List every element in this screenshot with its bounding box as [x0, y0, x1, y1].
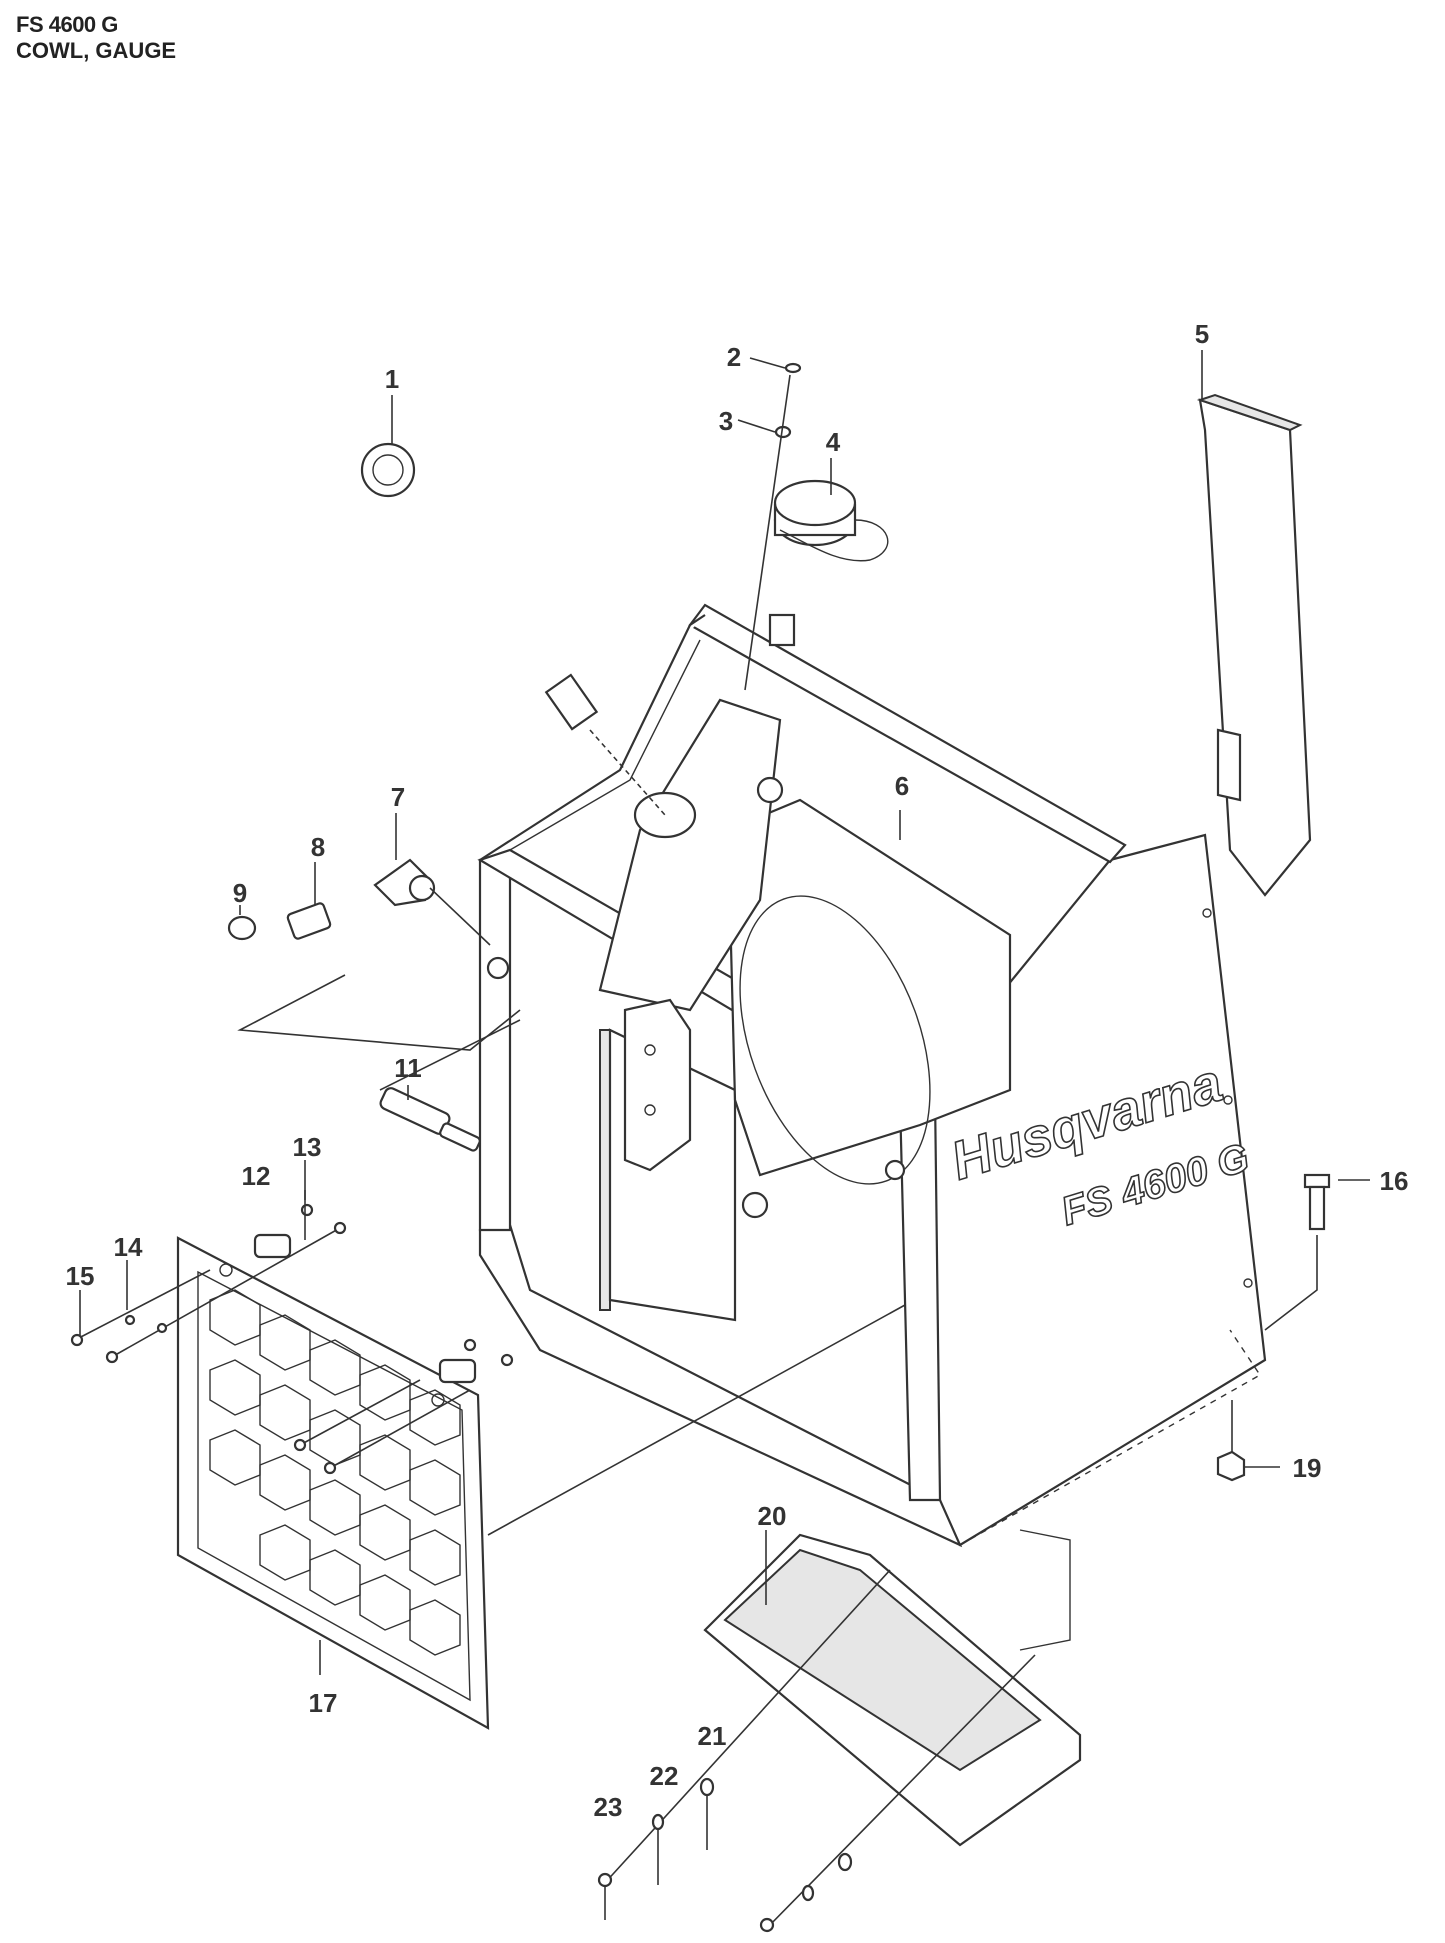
callout-22: 22	[650, 1761, 679, 1791]
callout-21: 21	[698, 1721, 727, 1751]
callout-12: 12	[242, 1161, 271, 1191]
side-cover-panel	[1196, 393, 1312, 897]
callout-3: 3	[719, 406, 733, 436]
fuel-gauge-part	[360, 442, 666, 816]
callout-15: 15	[66, 1261, 95, 1291]
hose-fittings	[227, 858, 521, 1051]
callout-11: 11	[394, 1053, 422, 1083]
section-title: COWL, GAUGE	[16, 38, 177, 64]
callout-2: 2	[727, 342, 741, 372]
callout-20: 20	[758, 1501, 787, 1531]
callout-23: 23	[594, 1792, 623, 1822]
callout-16: 16	[1380, 1166, 1409, 1196]
callout-17: 17	[309, 1688, 338, 1718]
front-grille-assembly	[70, 1203, 906, 1730]
fuel-cap-assembly	[744, 362, 889, 691]
bolt-and-nut	[1216, 1173, 1331, 1482]
cowl-frame	[477, 603, 1267, 1548]
page-header: FS 4600 G COWL, GAUGE	[16, 12, 176, 65]
callout-4: 4	[826, 427, 841, 457]
callout-7: 7	[391, 782, 405, 812]
callout-5: 5	[1195, 319, 1209, 349]
hose-barb-fitting	[379, 1019, 521, 1152]
callout-9: 9	[233, 878, 247, 908]
callout-labels: 1 2 3 4 5 6 7 8 9 11 12 13 14 15 16 17 1…	[66, 319, 1409, 1822]
callout-8: 8	[311, 832, 325, 862]
model-title: FS 4600 G	[16, 12, 118, 37]
callout-14: 14	[114, 1232, 143, 1262]
bottom-plate-assembly	[597, 1529, 1082, 1933]
callout-19: 19	[1293, 1453, 1322, 1483]
leader-lines	[79, 350, 1370, 1920]
callout-13: 13	[293, 1132, 322, 1162]
callout-1: 1	[385, 364, 399, 394]
callout-6: 6	[895, 771, 909, 801]
